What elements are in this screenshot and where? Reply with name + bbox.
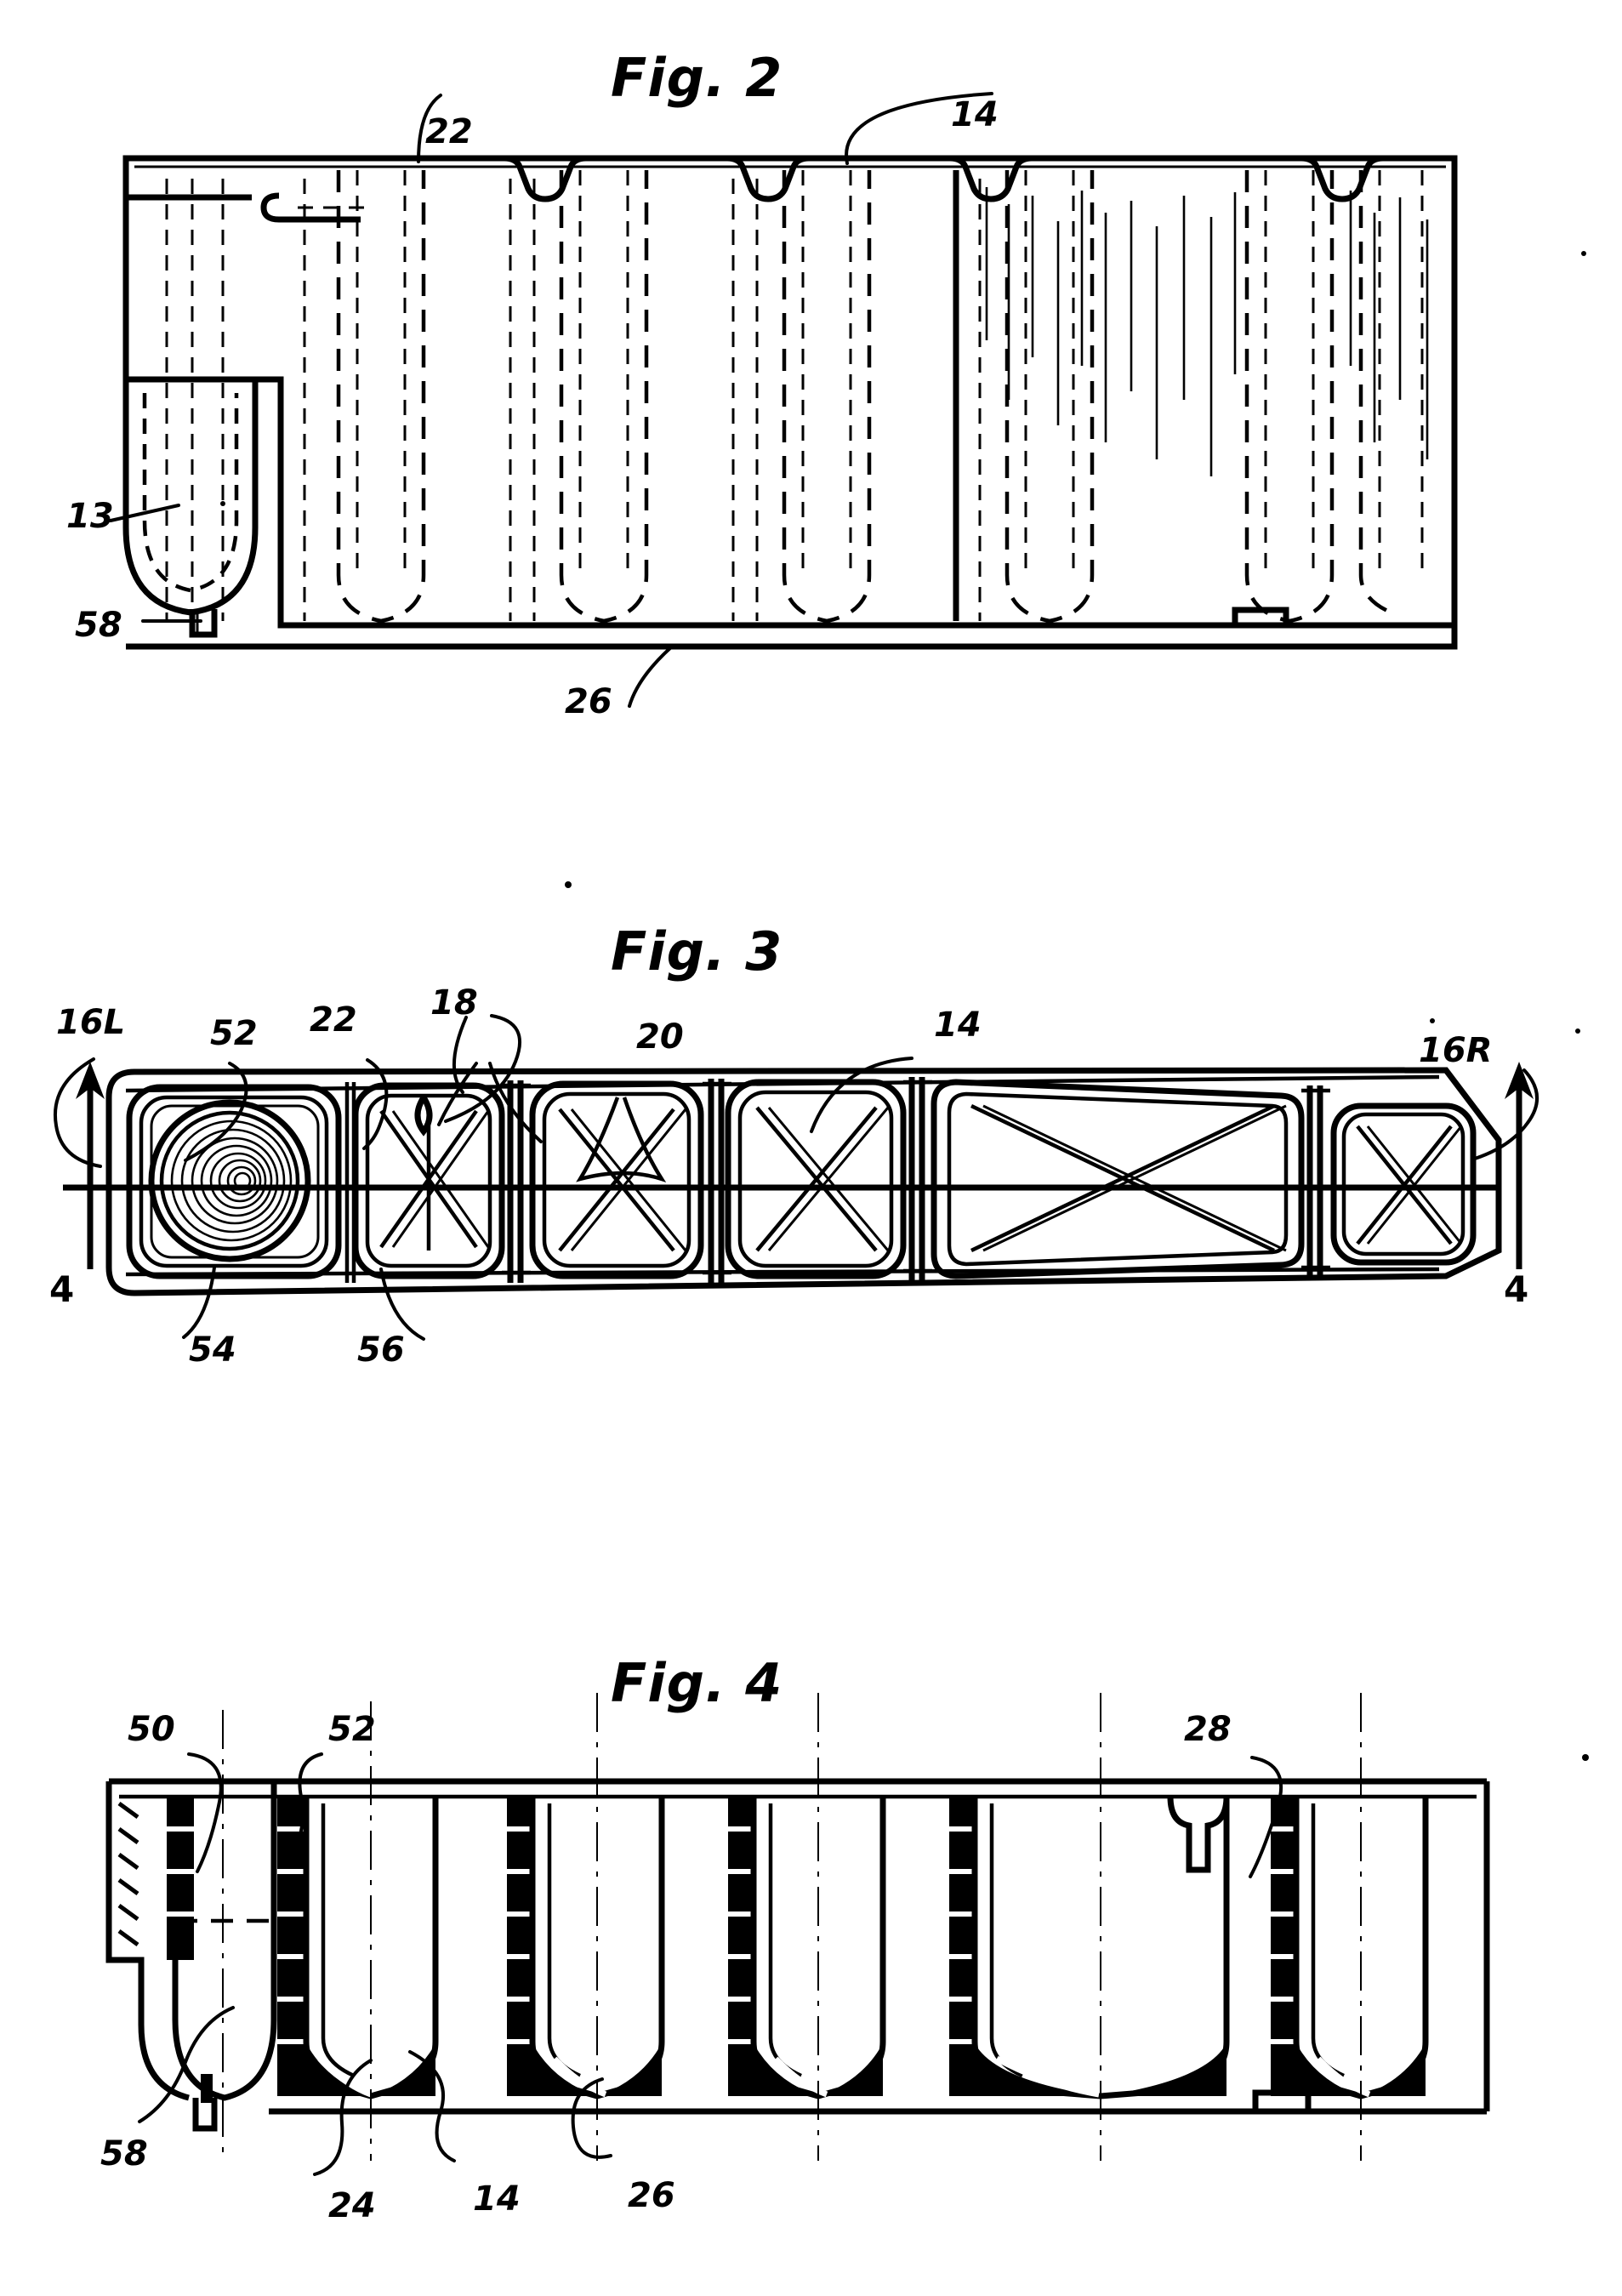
leader-14 xyxy=(845,92,993,165)
fig3-bore-1 xyxy=(126,1084,342,1279)
fig2-core-hatching xyxy=(953,170,1429,621)
fig4-bottom-webs xyxy=(306,2043,1426,2098)
fig3-bore-6 xyxy=(1330,1102,1477,1266)
fig3-ref-20: 20 xyxy=(636,1017,684,1057)
leader-14-fig4 xyxy=(408,2050,456,2162)
fig3-spiral xyxy=(170,1120,293,1242)
fig4-ref-52: 52 xyxy=(328,1710,376,1749)
leader-22 xyxy=(417,94,442,163)
leader-16R xyxy=(1473,1068,1539,1160)
fig3-leaders xyxy=(54,1014,1539,1341)
fig4-notch-28 xyxy=(1167,1796,1230,1873)
section-arrow-left xyxy=(76,1062,105,1269)
fig4-ref-24: 24 xyxy=(328,2186,376,2225)
fig4-ref-58: 58 xyxy=(100,2134,148,2174)
section-arrow-right xyxy=(1505,1062,1534,1269)
fig3-bore-3 xyxy=(529,1080,704,1279)
fig4-bores xyxy=(303,1797,1429,2099)
fig2-ref-22: 22 xyxy=(425,112,473,151)
fig3-ref-16R: 16R xyxy=(1419,1031,1492,1070)
fig3-tie-bars xyxy=(344,1077,1330,1283)
fig3-ref-52: 52 xyxy=(210,1014,258,1053)
fig2-deck-boss xyxy=(126,192,366,223)
fig4-ref-28: 28 xyxy=(1184,1710,1232,1749)
leader-24 xyxy=(313,2059,373,2176)
fig4-ref-14: 14 xyxy=(473,2179,521,2219)
fig2-hidden-bores xyxy=(165,170,1424,624)
leader-20a xyxy=(437,1062,478,1126)
fig3-ref-22: 22 xyxy=(310,1000,357,1040)
figure-4-title: Fig. 4 xyxy=(611,1652,783,1714)
leader-28 xyxy=(1249,1756,1283,1878)
fig4-ref-26: 26 xyxy=(628,2176,675,2215)
fig2-leaders xyxy=(109,92,993,708)
fig3-ref-54: 54 xyxy=(189,1330,236,1370)
fig4-ref-50: 50 xyxy=(128,1710,175,1749)
fig3-bore-4 xyxy=(725,1079,907,1279)
fig3-bore-2 xyxy=(352,1082,505,1279)
fig3-ref-56: 56 xyxy=(357,1330,405,1370)
figure-4-group: Fig. 4 50 52 28 58 24 14 26 xyxy=(100,1652,1490,2225)
leader-18a xyxy=(444,1014,522,1123)
fig3-bore-5 xyxy=(931,1079,1305,1279)
figure-3-title: Fig. 3 xyxy=(611,920,783,983)
leader-26 xyxy=(628,645,674,708)
figure-3-group: Fig. 3 16L 52 22 18 20 14 16R 54 56 4 4 xyxy=(49,920,1539,1370)
section-marker-4-right: 4 xyxy=(1504,1268,1528,1310)
leader-20b xyxy=(488,1062,543,1143)
fig2-oil-boss xyxy=(122,379,259,638)
leader-54 xyxy=(182,1266,216,1339)
fig3-ref-16L: 16L xyxy=(56,1003,125,1042)
leader-16L xyxy=(54,1057,102,1168)
scan-specks xyxy=(565,251,1589,1761)
fig2-block-outline xyxy=(122,155,1458,650)
leader-52-fig4 xyxy=(293,1752,323,1853)
fig4-leaders xyxy=(138,1752,1283,2176)
figure-2-group: Fig. 2 22 14 13 58 26 xyxy=(66,47,1458,721)
leader-26-fig4 xyxy=(571,2077,612,2159)
fig3-ref-18: 18 xyxy=(430,983,478,1023)
fig2-ref-58: 58 xyxy=(75,606,122,645)
leader-13 xyxy=(109,504,180,522)
fig2-ref-13: 13 xyxy=(66,497,114,536)
leader-56 xyxy=(379,1268,425,1341)
leader-58-fig4 xyxy=(138,2006,235,2123)
leader-14-fig3 xyxy=(810,1057,913,1133)
fig2-ref-14: 14 xyxy=(951,95,999,134)
section-marker-4-left: 4 xyxy=(49,1268,74,1310)
figure-2-title: Fig. 2 xyxy=(611,47,783,109)
leader-52 xyxy=(184,1062,248,1162)
fig4-wall-hatching xyxy=(117,1797,1296,2096)
fig3-ref-14: 14 xyxy=(934,1006,982,1045)
leader-22-fig3 xyxy=(362,1058,389,1150)
leader-50 xyxy=(187,1752,223,1873)
fig2-ref-26: 26 xyxy=(565,682,612,721)
